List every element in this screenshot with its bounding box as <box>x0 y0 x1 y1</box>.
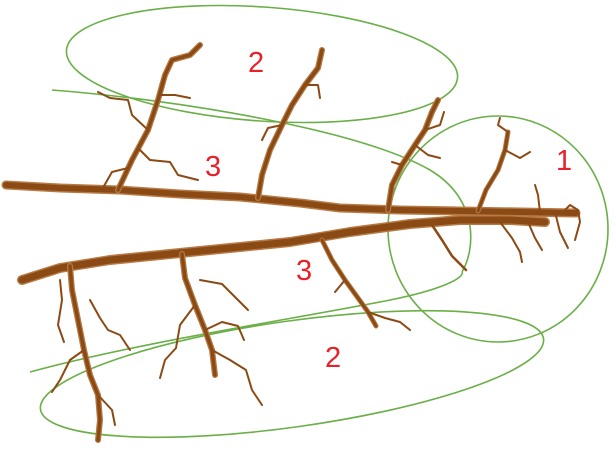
lower-lateral-3 <box>322 240 376 326</box>
lower-lateral-3-twig-b <box>335 280 345 292</box>
zone-2-lower-outline <box>33 286 551 455</box>
upper-lateral-1-outline <box>118 45 200 190</box>
lower-lateral-2-twig-c <box>212 350 262 405</box>
zone-1-label: 1 <box>556 145 572 177</box>
zone-3-lower-label: 3 <box>296 255 312 287</box>
upper-lateral-4-twig-b <box>498 118 508 132</box>
zone-3-upper-label: 3 <box>205 151 221 183</box>
lower-lateral-1-twig-a <box>52 350 84 392</box>
lower-lateral-2-twig-d <box>200 280 248 310</box>
upper-lateral-1-twig-b <box>140 150 198 180</box>
lower-lateral-1-twig-c <box>90 300 130 350</box>
root-system <box>6 45 580 440</box>
lower-lateral-4 <box>430 222 466 270</box>
zone-2-lower-label: 2 <box>325 342 341 374</box>
lower-lateral-5 <box>500 222 522 262</box>
zone-2-upper-label: 2 <box>248 47 264 79</box>
upper-lateral-7 <box>556 216 568 248</box>
lower-lateral-1-twig-d <box>58 280 64 342</box>
upper-lateral-1-twig-c <box>160 95 190 98</box>
upper-lateral-4-twig-a <box>505 150 530 158</box>
